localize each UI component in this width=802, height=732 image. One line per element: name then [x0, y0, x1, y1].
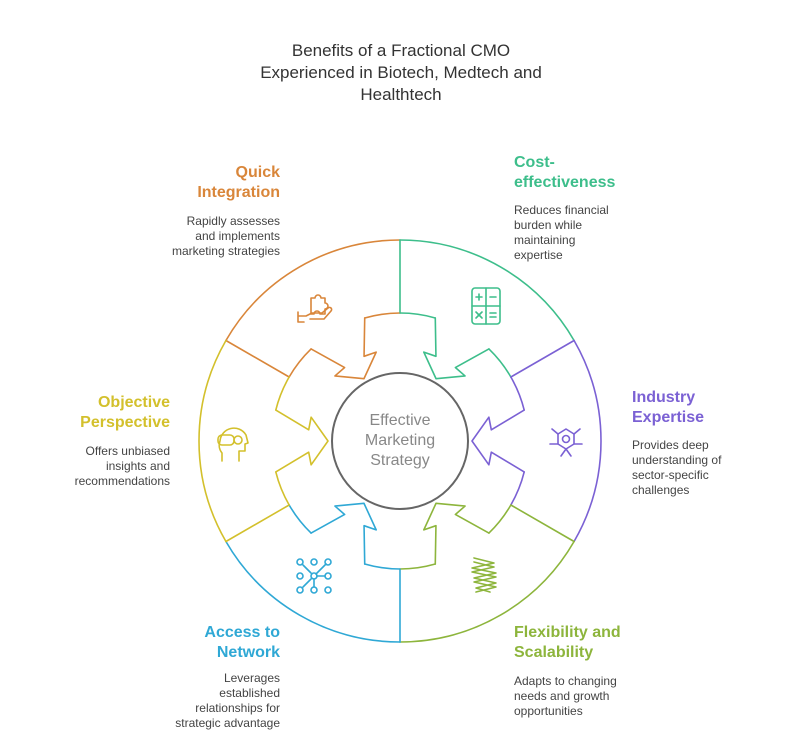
desc-line: Reduces financial	[514, 203, 609, 217]
outer-arc-objective_perspective	[198, 339, 227, 543]
desc-line: strategic advantage	[175, 716, 280, 730]
center-label-line-2: Marketing	[364, 432, 436, 449]
desc-line: recommendations	[74, 474, 170, 488]
desc-quick-integration: Rapidly assesses and implements marketin…	[120, 214, 280, 259]
desc-line: understanding of	[632, 453, 722, 467]
title-line-1: Benefits of a Fractional CMO	[291, 41, 511, 60]
arrow-flexibility_scalability	[423, 502, 490, 565]
desc-line: Adapts to changing	[514, 674, 617, 688]
desc-line: sector-specific	[632, 468, 709, 482]
center-label: Effective Marketing Strategy	[335, 411, 465, 471]
desc-line: expertise	[514, 248, 563, 262]
desc-line: opportunities	[514, 704, 583, 718]
outer-arc-quick_integration	[225, 239, 401, 342]
arrow-cost_effectiveness	[423, 317, 490, 380]
desc-line: relationships for	[195, 701, 280, 715]
outer-ring	[198, 239, 602, 643]
inner-arc-access_network	[363, 563, 401, 570]
outer-arc-industry_expertise	[573, 339, 602, 543]
inner-arc-end-flexibility_scalability	[399, 563, 437, 570]
divider-industry_expertise	[510, 339, 575, 378]
inner-arc-end-quick_integration	[363, 312, 401, 319]
divider-objective_perspective	[225, 504, 290, 543]
inner-arc-end-objective_perspective	[275, 376, 290, 411]
center-label-line-1: Effective	[369, 412, 431, 429]
title-line-2: Experienced in Biotech, Medtech and	[260, 63, 542, 82]
heading-line: Industry	[632, 389, 696, 406]
desc-cost-effectiveness: Reduces financial burden while maintaini…	[514, 203, 674, 263]
arrow-quick_integration	[310, 317, 377, 380]
heading-line: Access to	[204, 624, 280, 641]
center-circle	[331, 372, 469, 510]
divider-flexibility_scalability	[510, 504, 575, 543]
heading-line: Flexibility and	[514, 624, 621, 641]
inner-arc-end-industry_expertise	[510, 471, 525, 506]
heading-access-network: Access to Network	[120, 623, 280, 663]
heading-line: Scalability	[514, 644, 594, 661]
heading-line: Quick	[235, 164, 280, 181]
desc-line: marketing strategies	[171, 244, 280, 258]
desc-line: Rapidly assesses	[186, 214, 280, 228]
desc-line: Offers unbiased	[85, 444, 171, 458]
arrow-objective_perspective	[275, 409, 329, 473]
heading-line: Expertise	[632, 409, 705, 426]
inner-arc-quick_integration	[288, 348, 312, 378]
center-label-line-3: Strategy	[370, 452, 430, 469]
calculator-icon	[471, 287, 501, 325]
heading-line: Cost-	[514, 154, 555, 171]
puzzle-hand-icon	[297, 294, 333, 323]
inner-arc-industry_expertise	[510, 376, 525, 411]
desc-line: insights and	[105, 459, 170, 473]
desc-objective-perspective: Offers unbiased insights and recommendat…	[10, 444, 170, 489]
desc-line: Provides deep	[632, 438, 709, 452]
vr-head-icon	[217, 427, 249, 462]
desc-line: maintaining	[514, 233, 576, 247]
desc-flexibility-scalability: Adapts to changing needs and growth oppo…	[514, 674, 674, 719]
desc-line: and implements	[195, 229, 280, 243]
heading-industry-expertise: Industry Expertise	[632, 388, 792, 428]
desc-access-network: Leverages established relationships for …	[120, 671, 280, 731]
molecule-icon	[549, 428, 583, 457]
desc-line: burden while	[514, 218, 583, 232]
diagram-title: Benefits of a Fractional CMO Experienced…	[200, 40, 602, 106]
desc-line: needs and growth	[514, 689, 610, 703]
heading-cost-effectiveness: Cost- effectiveness	[514, 153, 674, 193]
heading-line: Objective	[97, 394, 170, 411]
inner-arc-flexibility_scalability	[488, 504, 512, 534]
arrow-access_network	[310, 502, 377, 565]
heading-line: effectiveness	[514, 174, 616, 191]
desc-line: challenges	[632, 483, 690, 497]
desc-line: established	[219, 686, 280, 700]
heading-objective-perspective: Objective Perspective	[10, 393, 170, 433]
heading-line: Network	[216, 644, 280, 661]
inner-arc-end-access_network	[288, 504, 312, 534]
heading-line: Perspective	[80, 414, 170, 431]
desc-line: Leverages	[223, 671, 280, 685]
inner-arc-end-cost_effectiveness	[488, 348, 512, 378]
heading-quick-integration: Quick Integration	[120, 163, 280, 203]
inner-arc-cost_effectiveness	[399, 312, 437, 319]
inner-arc-objective_perspective	[275, 471, 290, 506]
spring-icon	[471, 557, 497, 593]
heading-flexibility-scalability: Flexibility and Scalability	[514, 623, 694, 663]
title-line-3: Healthtech	[360, 85, 442, 104]
outer-arc-cost_effectiveness	[399, 239, 575, 342]
outer-arc-access_network	[225, 540, 401, 643]
arrow-industry_expertise	[471, 409, 525, 473]
network-icon	[296, 558, 332, 594]
desc-industry-expertise: Provides deep understanding of sector-sp…	[632, 438, 792, 498]
outer-arc-flexibility_scalability	[399, 540, 575, 643]
inward-arrows	[275, 317, 525, 565]
heading-line: Integration	[197, 184, 280, 201]
divider-quick_integration	[225, 339, 290, 378]
